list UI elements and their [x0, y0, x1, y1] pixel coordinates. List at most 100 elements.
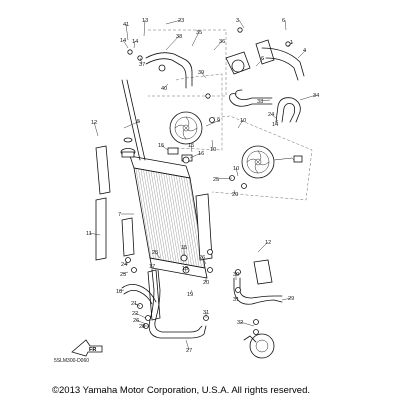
part-callout-5[interactable]: 5 [137, 119, 140, 125]
part-callout-6[interactable]: 6 [282, 18, 285, 24]
fan2-group-outline [211, 115, 313, 201]
side-guard-left [95, 145, 111, 195]
coolant-hose-elbow [229, 93, 273, 107]
hose-group-outline [148, 29, 227, 97]
part-callout-24[interactable]: 24 [121, 262, 127, 268]
part-callout-26[interactable]: 26 [133, 318, 139, 324]
thermostat-housing [225, 39, 305, 81]
leader-line [255, 57, 265, 67]
leader-line [165, 19, 182, 25]
part-callout-7[interactable]: 7 [118, 212, 121, 218]
hose-clamp [158, 64, 166, 72]
leader-line [299, 94, 317, 101]
part-callout-39[interactable]: 39 [198, 70, 204, 76]
part-callout-31[interactable]: 31 [203, 310, 209, 316]
leader-line [205, 119, 221, 127]
leader-line [259, 99, 271, 102]
part-callout-15[interactable]: 15 [182, 266, 188, 272]
leader-line [287, 41, 294, 47]
part-callout-12[interactable]: 12 [91, 120, 97, 126]
copyright-notice: ©2013 Yamaha Motor Corporation, U.S.A. A… [52, 385, 310, 396]
leader-line [211, 139, 214, 150]
part-callout-26[interactable]: 26 [199, 255, 205, 261]
lower-left-hose [148, 269, 207, 339]
part-callout-29[interactable]: 29 [288, 296, 294, 302]
part-callout-12[interactable]: 12 [265, 240, 271, 246]
leader-line [200, 71, 207, 79]
part-callout-32[interactable]: 32 [237, 320, 243, 326]
fan-assembly-upper [167, 111, 203, 162]
part-callout-11[interactable]: 11 [86, 231, 92, 237]
part-callout-13[interactable]: 13 [142, 18, 148, 24]
part-callout-15[interactable]: 15 [188, 143, 194, 149]
part-callout-25[interactable]: 25 [120, 272, 126, 278]
drawing-code: 5SLM300-D060 [54, 358, 89, 364]
part-callout-1[interactable]: 1 [290, 40, 293, 46]
part-callout-6[interactable]: 6 [261, 56, 264, 62]
leader-line [189, 152, 202, 159]
part-callout-18[interactable]: 18 [116, 289, 122, 295]
leader-line [154, 251, 161, 259]
part-callout-33[interactable]: 33 [257, 99, 263, 105]
part-callout-36[interactable]: 36 [219, 39, 225, 45]
part-callout-31[interactable]: 31 [233, 297, 239, 303]
part-callout-14[interactable]: 14 [132, 39, 138, 45]
side-guard-right [195, 193, 213, 261]
part-callout-25[interactable]: 25 [152, 250, 158, 256]
part-callout-19[interactable]: 19 [187, 292, 193, 298]
part-callout-16[interactable]: 16 [198, 151, 204, 157]
part-callout-28[interactable]: 28 [139, 324, 145, 330]
part-callout-9[interactable]: 9 [217, 118, 220, 124]
leader-line [213, 40, 223, 51]
part-callout-15[interactable]: 15 [158, 143, 164, 149]
side-bracket-left [121, 217, 135, 257]
part-callout-23[interactable]: 23 [178, 18, 184, 24]
leader-line [237, 119, 244, 129]
part-callout-20[interactable]: 20 [232, 192, 238, 198]
leader-line [185, 339, 190, 351]
leader-line [190, 144, 193, 153]
part-callout-14[interactable]: 14 [272, 122, 278, 128]
radiator-core [129, 155, 208, 279]
leader-line [235, 167, 239, 177]
part-callout-4[interactable]: 4 [303, 48, 306, 54]
leader-line [201, 256, 207, 265]
part-callout-24[interactable]: 24 [268, 112, 274, 118]
front-marker-text: FR [89, 347, 96, 353]
part-callout-10[interactable]: 10 [240, 118, 246, 124]
part-callout-30[interactable]: 30 [233, 272, 239, 278]
part-callout-3[interactable]: 3 [236, 18, 239, 24]
part-callout-10[interactable]: 10 [210, 147, 216, 153]
part-callout-14[interactable]: 14 [120, 38, 126, 44]
part-callout-40[interactable]: 40 [161, 86, 167, 92]
part-callout-25[interactable]: 25 [213, 177, 219, 183]
part-callout-21[interactable]: 21 [131, 301, 137, 307]
part-callout-35[interactable]: 35 [196, 30, 202, 36]
leader-line [125, 23, 129, 41]
leader-line [133, 40, 136, 49]
part-callout-22[interactable]: 22 [132, 311, 138, 317]
leader-line [239, 321, 255, 327]
part-callout-17[interactable]: 17 [149, 264, 155, 270]
side-guard-left-lower [95, 197, 107, 261]
leader-line [257, 241, 269, 253]
leader-line [238, 19, 245, 29]
part-callout-27[interactable]: 27 [186, 348, 192, 354]
leader-line [284, 19, 287, 31]
fan-assembly-lower [241, 145, 303, 179]
upper-hose-inner [145, 58, 187, 89]
part-callout-34[interactable]: 34 [313, 93, 319, 99]
part-callout-37[interactable]: 37 [139, 62, 145, 68]
part-callout-15[interactable]: 15 [181, 245, 187, 251]
part-callout-41[interactable]: 41 [123, 22, 129, 28]
leader-line [165, 35, 180, 51]
part-callout-20[interactable]: 20 [203, 280, 209, 286]
part-callout-10[interactable]: 10 [233, 166, 239, 172]
leader-line [233, 189, 236, 195]
leader-line [133, 302, 141, 307]
part-callout-38[interactable]: 38 [176, 34, 182, 40]
radiator-fins [135, 168, 205, 268]
leader-line [191, 31, 200, 47]
